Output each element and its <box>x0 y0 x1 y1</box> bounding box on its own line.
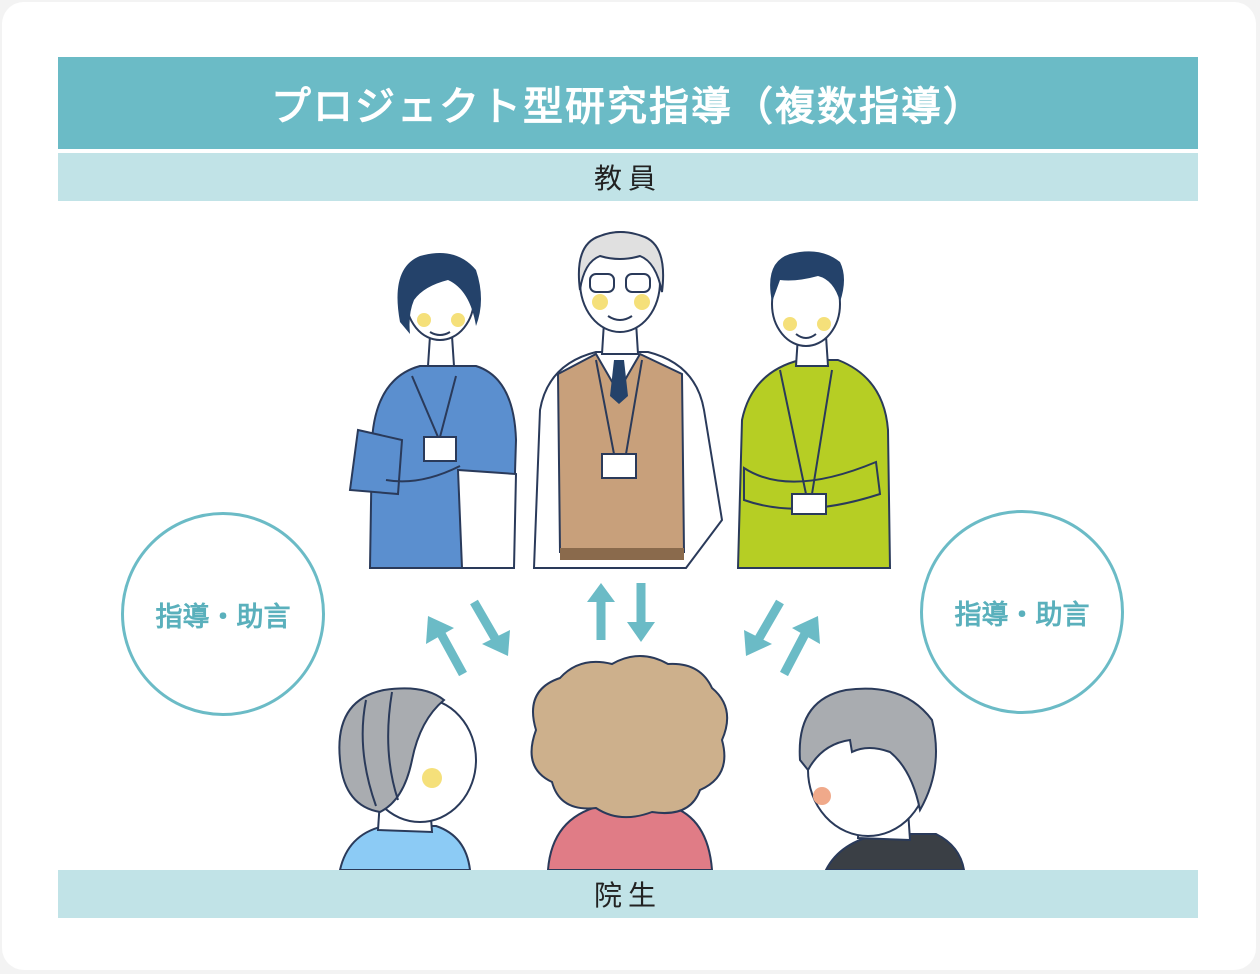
arrow-down-left-icon <box>744 599 784 656</box>
teacher-woman-illustration <box>348 253 518 569</box>
arrow-down-center-icon <box>627 583 655 642</box>
teacher-man-green-illustration <box>736 251 892 569</box>
student-left-illustration <box>338 687 477 870</box>
arrow-up-center-icon <box>587 583 615 640</box>
teacher-man-vest-illustration <box>532 231 724 569</box>
advice-circle-left: 指導・助言 <box>121 512 325 716</box>
teachers-band: 教員 <box>58 153 1198 201</box>
arrow-up-left-icon <box>426 616 467 677</box>
diagram-title: プロジェクト型研究指導（複数指導） <box>58 57 1198 149</box>
arrow-down-right-icon <box>470 599 510 656</box>
advice-label-left: 指導・助言 <box>155 601 291 633</box>
students-band: 院生 <box>58 870 1198 918</box>
arrow-up-right-icon <box>780 616 820 677</box>
exchange-arrows <box>426 583 820 677</box>
advice-label-right: 指導・助言 <box>954 599 1090 631</box>
student-right-illustration <box>798 687 966 870</box>
advice-circle-right: 指導・助言 <box>920 510 1124 714</box>
student-center-illustration <box>530 655 729 870</box>
